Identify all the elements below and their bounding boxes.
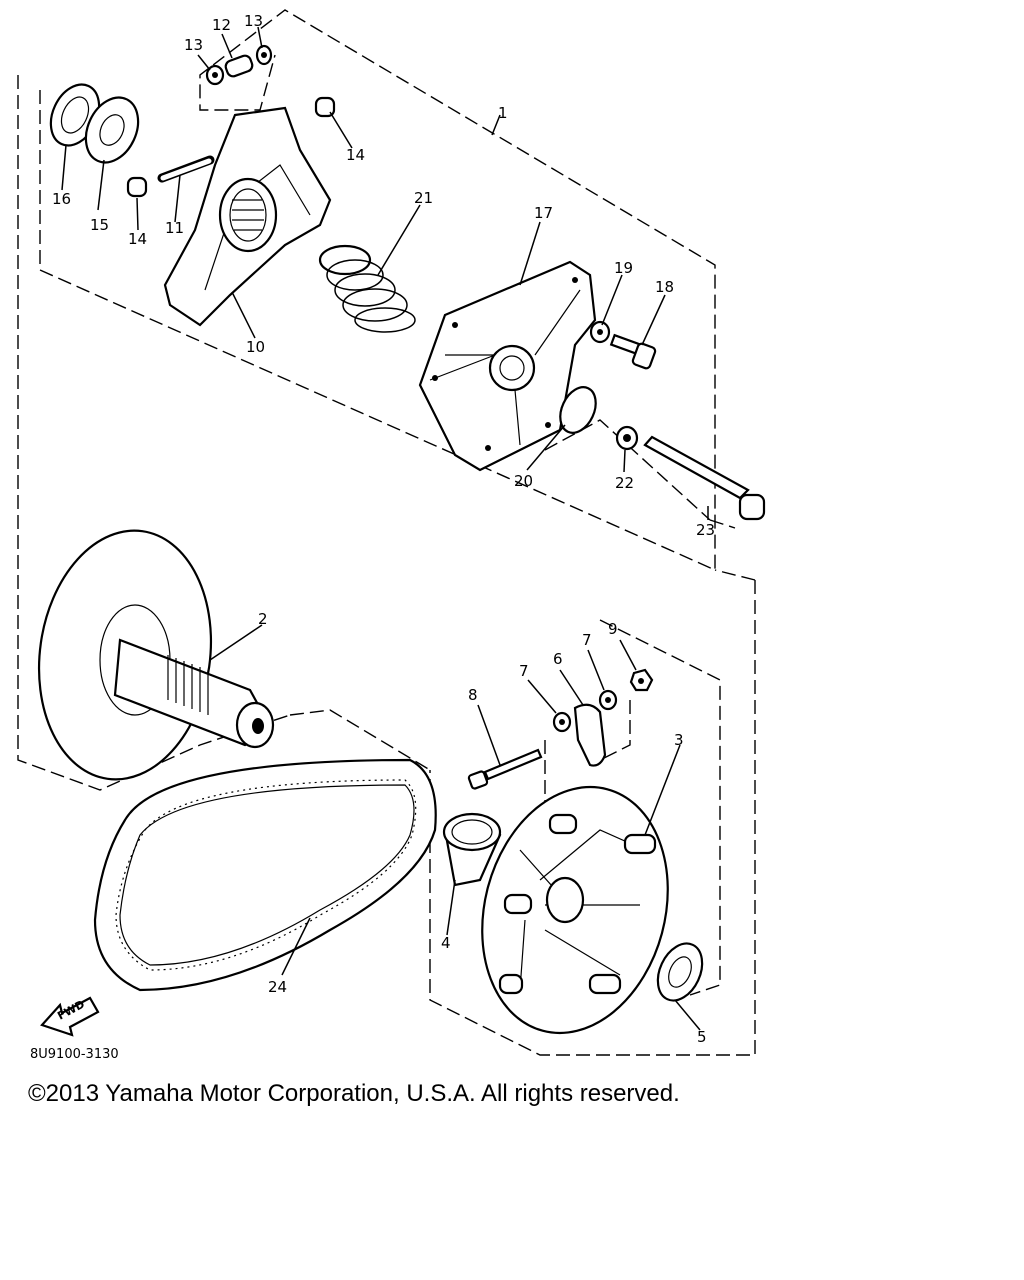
bolt-18	[609, 333, 657, 370]
callout-3: 3	[674, 731, 684, 749]
spring-21	[318, 244, 416, 333]
washer-15	[84, 96, 140, 164]
washer-22	[615, 425, 639, 451]
callout-7-right: 7	[582, 631, 592, 649]
callout-19: 19	[614, 259, 633, 277]
washer-13-left	[205, 64, 225, 86]
sheave-3	[481, 785, 669, 1035]
belt-24	[93, 758, 437, 992]
leader-lines	[61, 26, 709, 1031]
cap-14-upper	[314, 96, 336, 118]
callout-6: 6	[553, 650, 563, 668]
bolt-8	[467, 748, 543, 790]
sheave-2	[37, 529, 275, 781]
callout-10: 10	[246, 338, 265, 356]
callout-4: 4	[441, 934, 451, 952]
weight-6	[573, 703, 607, 767]
callout-numbers: 1 2 3 4 5 6 7 7 8 9 10 11 12 13 13 14 14…	[52, 12, 715, 1046]
callout-20: 20	[514, 472, 533, 490]
callout-18: 18	[655, 278, 674, 296]
fwd-arrow-icon: FWD	[40, 996, 100, 1037]
callout-17: 17	[534, 204, 553, 222]
callout-9: 9	[608, 620, 618, 638]
washer-13-right	[255, 44, 273, 66]
nut-9	[629, 668, 654, 692]
callout-8: 8	[468, 686, 478, 704]
callout-24: 24	[268, 978, 287, 996]
washer-20	[559, 386, 597, 434]
collar-12	[224, 54, 254, 78]
callout-13-right: 13	[244, 12, 263, 30]
callout-22: 22	[615, 474, 634, 492]
bolt-23	[643, 435, 766, 521]
washer-7-right	[598, 689, 618, 711]
callout-13-left: 13	[184, 36, 203, 54]
cover-17	[418, 260, 597, 472]
bushing-4	[442, 812, 502, 887]
cap-14-lower	[126, 176, 148, 198]
callout-5: 5	[697, 1028, 707, 1046]
callout-2: 2	[258, 610, 268, 628]
callout-14-right: 14	[346, 146, 365, 164]
callout-14-left: 14	[128, 230, 147, 248]
exploded-parts-diagram: FWD 1 2 3 4 5 6 7	[17, 9, 766, 1060]
callout-11: 11	[165, 219, 184, 237]
callout-7-left: 7	[519, 662, 529, 680]
assembly-boundary-lines	[17, 9, 756, 1056]
callout-12: 12	[212, 16, 231, 34]
drawing-code: 8U9100-3130	[30, 1047, 119, 1060]
callout-1: 1	[498, 104, 508, 122]
callout-16: 16	[52, 190, 71, 208]
copyright-notice: ©2013 Yamaha Motor Corporation, U.S.A. A…	[28, 1080, 680, 1107]
washer-19	[589, 320, 611, 344]
callout-15: 15	[90, 216, 109, 234]
callout-21: 21	[414, 189, 433, 207]
washer-7-left	[552, 711, 572, 733]
pin-11	[157, 155, 215, 183]
spider-10	[163, 106, 332, 327]
callout-23: 23	[696, 521, 715, 539]
washer-5	[656, 942, 704, 1002]
